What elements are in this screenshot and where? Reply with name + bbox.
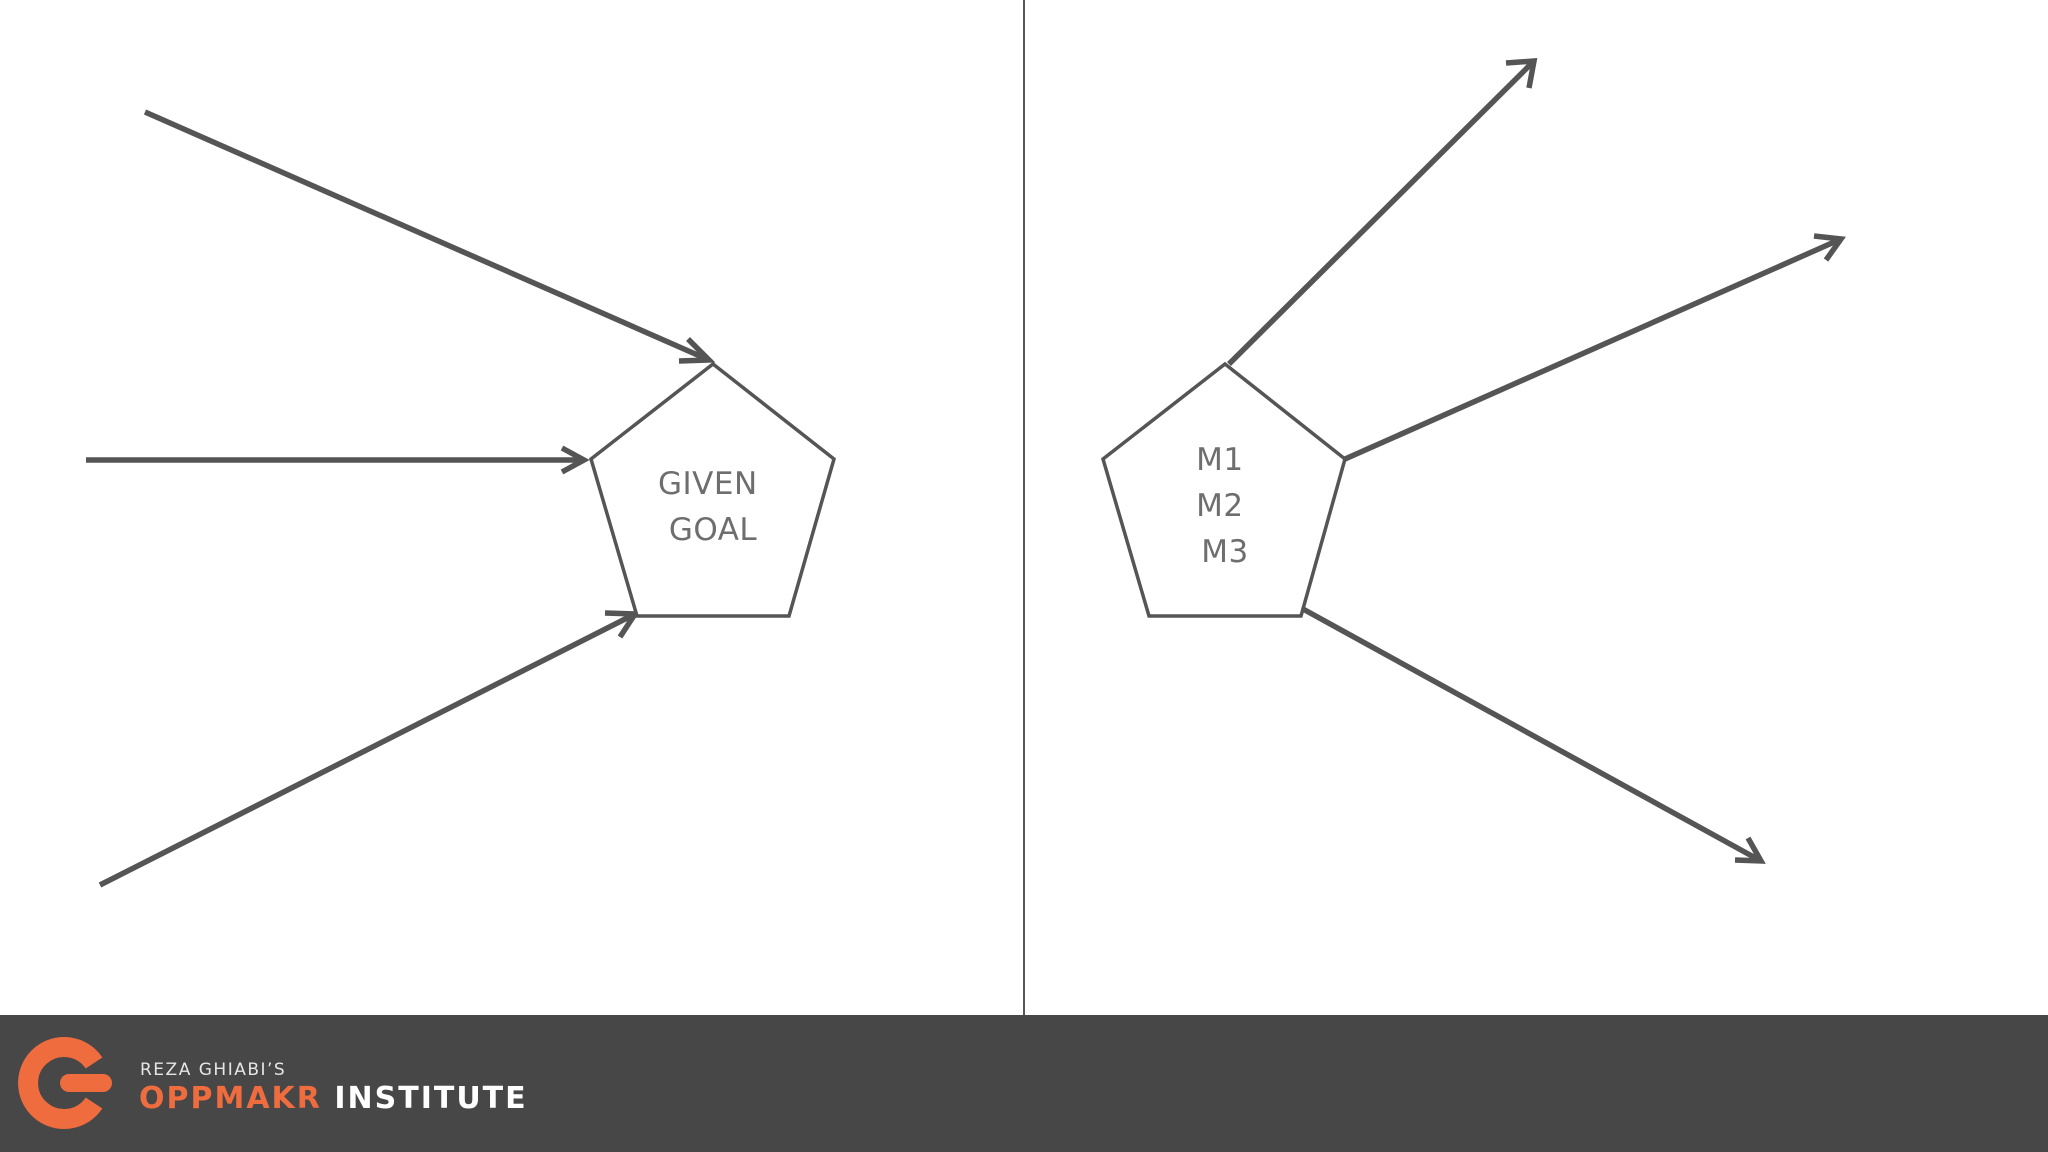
- given-goal-line-2: GOAL: [669, 512, 758, 548]
- footer-bar: REZA GHIABI’S OPPMAKR INSTITUTE: [0, 1015, 2048, 1152]
- given-goal-pentagon: [588, 361, 837, 618]
- outgoing-arrow-bottom: [1301, 606, 1766, 864]
- brand-name-accent: OPPMAKR: [139, 1081, 322, 1116]
- outgoing-arrow-top: [1227, 58, 1538, 366]
- incoming-arrow-bottom: [98, 610, 640, 888]
- incoming-arrow-middle: [86, 445, 590, 475]
- methods-line-1: M1: [1196, 442, 1243, 478]
- brand-subtitle: REZA GHIABI’S: [140, 1060, 287, 1080]
- brand-title: OPPMAKR INSTITUTE: [139, 1081, 528, 1116]
- oppmakr-logo-icon: [18, 1037, 112, 1129]
- brand-name-rest: INSTITUTE: [321, 1081, 528, 1116]
- given-goal-line-1: GIVEN: [658, 466, 758, 502]
- diagram-canvas: GIVEN GOAL M1 M2 M3: [86, 0, 1846, 1015]
- methods-line-3: M3: [1201, 534, 1248, 570]
- outgoing-arrow-middle: [1343, 233, 1846, 462]
- incoming-arrow-top: [143, 109, 716, 364]
- methods-pentagon: [1100, 361, 1347, 618]
- methods-label: M1 M2 M3: [1196, 442, 1254, 570]
- given-goal-label: GIVEN GOAL: [658, 466, 768, 548]
- methods-line-2: M2: [1196, 488, 1243, 524]
